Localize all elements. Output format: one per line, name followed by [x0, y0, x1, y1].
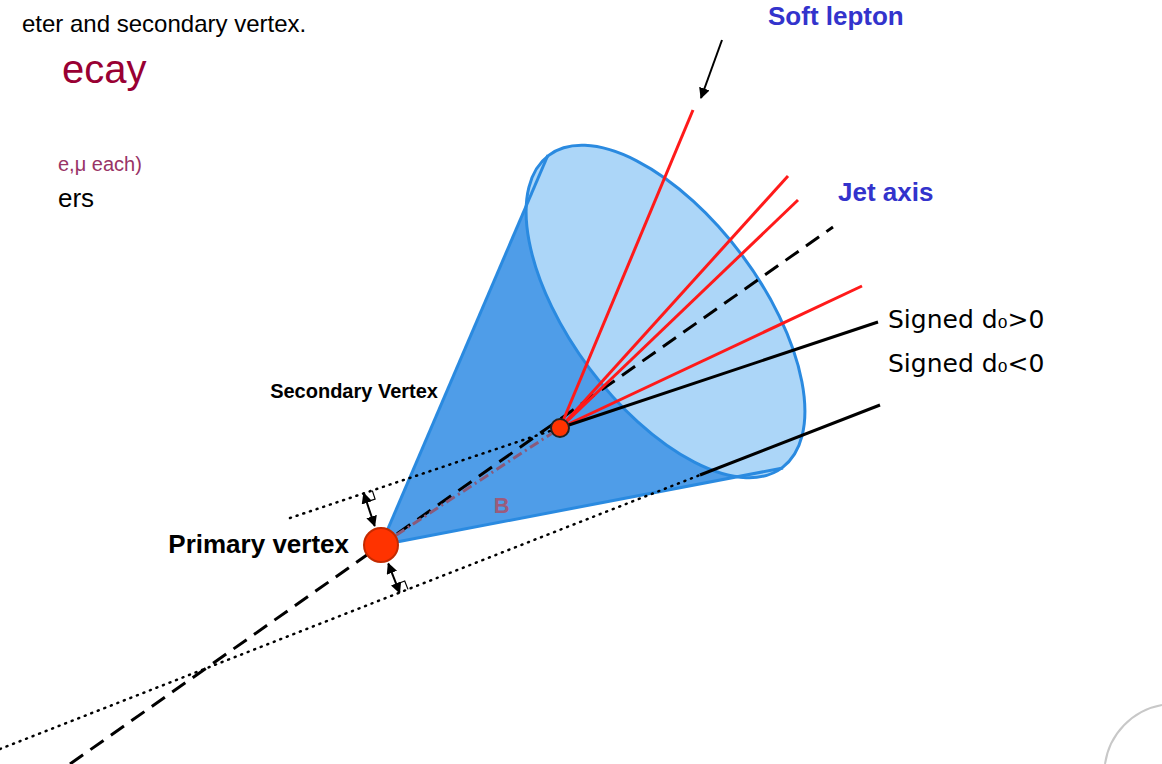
slide-heading-fragment: ecay [62, 46, 147, 92]
cone-edge-hidden [381, 468, 783, 545]
logo-fragment [1105, 705, 1162, 764]
negative-d0-track [700, 405, 880, 475]
slide-text-fragment: eter and secondary vertex. [22, 10, 306, 38]
jet-axis-line [70, 227, 833, 764]
track-extrapolation [0, 475, 700, 749]
jet-axis-label: Jet axis [838, 178, 933, 208]
soft-lepton-label: Soft lepton [768, 2, 904, 32]
soft-lepton-track [560, 110, 693, 428]
right-angle-mark [367, 491, 376, 502]
jet-cone-face [473, 98, 859, 524]
track [560, 286, 862, 428]
impact-parameter-arrow [388, 564, 399, 593]
slide-text-fragment: e,μ each) [58, 153, 142, 176]
slide-text-fragment: ers [58, 184, 94, 214]
cone-edge [381, 468, 783, 545]
leader-arrow [701, 40, 722, 98]
track-extrapolation [290, 429, 556, 518]
vertex-label: Secondary Vertex [270, 380, 438, 403]
positive-d0-track [560, 322, 878, 428]
b-flight-path [396, 433, 552, 535]
vertex-dot: Primary vertex [363, 527, 399, 563]
right-angle-mark [396, 581, 408, 589]
impact-parameter-label: Signed d₀>0 [888, 306, 1044, 335]
vertex-label: Primary vertex [168, 530, 349, 560]
b-hadron-label: B [494, 493, 510, 518]
track [560, 200, 798, 428]
impact-parameter-arrow [364, 493, 375, 526]
impact-parameter-label: Signed d₀<0 [888, 350, 1044, 379]
vertex-dot: Secondary Vertex [550, 418, 570, 438]
